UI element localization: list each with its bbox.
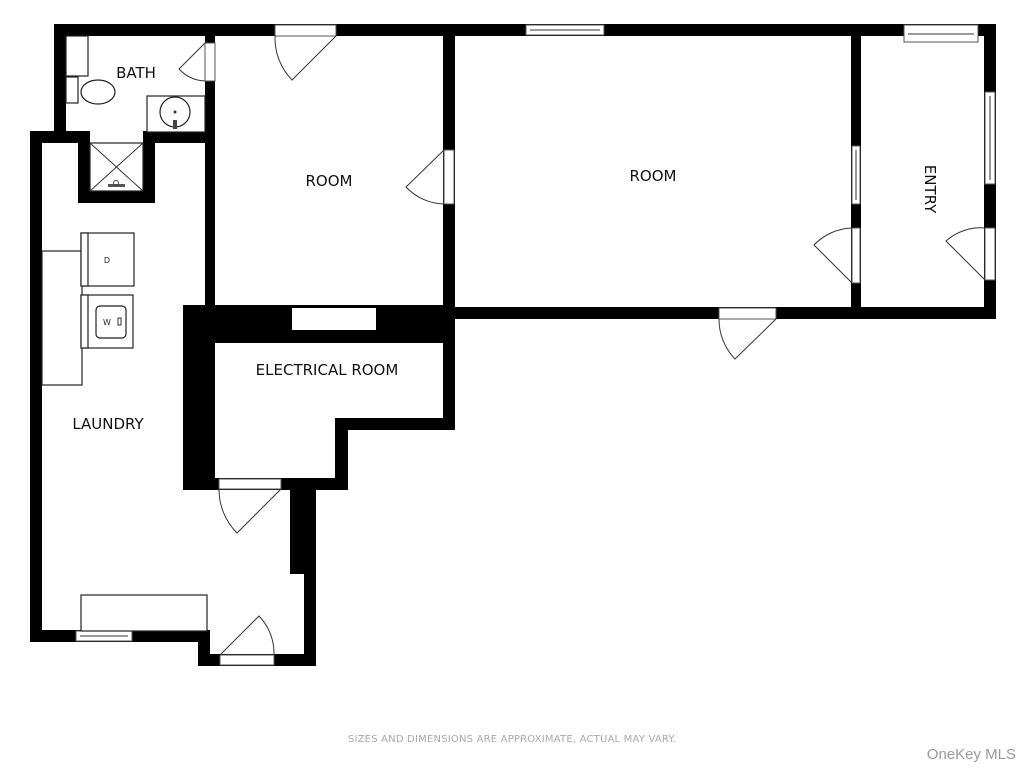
room-label-electrical: ELECTRICAL ROOM — [256, 361, 399, 379]
room-label-room1: ROOM — [306, 172, 353, 190]
room-label-laundry: LAUNDRY — [72, 415, 144, 433]
room-label-bath: BATH — [116, 64, 156, 82]
dryer-label: D — [104, 256, 110, 265]
laundry-fixtures — [41, 232, 208, 632]
toilet-icon — [80, 79, 116, 105]
dryer-icon — [80, 232, 135, 287]
room-label-room2: ROOM — [630, 167, 677, 185]
laundry-counter — [41, 250, 83, 386]
bath-counter — [65, 35, 89, 77]
room-label-entry: ENTRY — [921, 165, 939, 214]
room-labels: BATH ROOM ROOM ENTRY ELECTRICAL ROOM LAU… — [72, 64, 939, 433]
watermark-logo: OneKey MLS — [926, 746, 1016, 763]
bath-fixtures — [65, 35, 206, 192]
disclaimer-text: SIZES AND DIMENSIONS ARE APPROXIMATE, AC… — [347, 734, 677, 745]
laundry-bench — [80, 594, 208, 632]
toilet-tank-icon — [65, 76, 79, 104]
windows — [75, 24, 996, 642]
doors — [178, 24, 996, 666]
washer-label: W — [103, 318, 111, 327]
